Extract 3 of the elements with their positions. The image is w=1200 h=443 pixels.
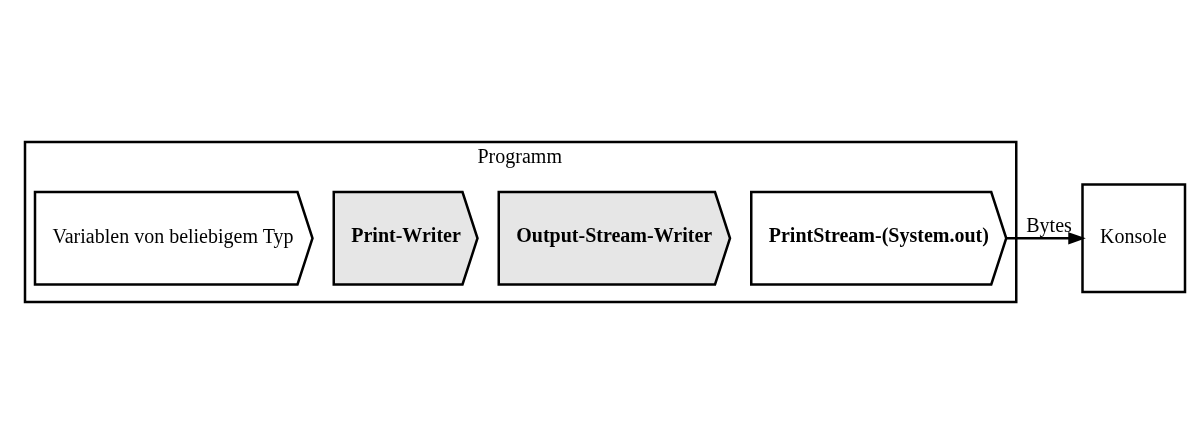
arrow: [1006, 231, 1086, 244]
edge-label: Bytes: [1026, 213, 1072, 236]
node-box: Konsole: [1081, 182, 1187, 293]
